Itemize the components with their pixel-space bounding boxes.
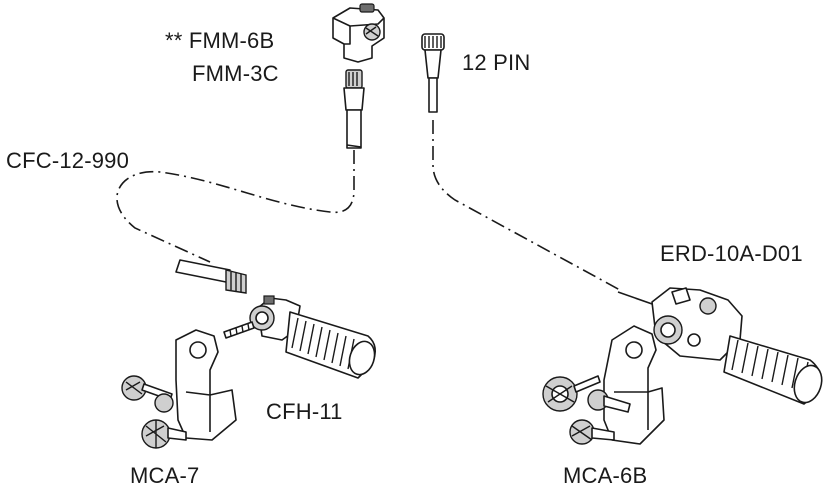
mca-7-bracket bbox=[121, 329, 237, 449]
label-erd-10a-d01: ERD-10A-D01 bbox=[660, 241, 803, 266]
cfc-cable-path bbox=[116, 150, 355, 263]
label-cfh-11: CFH-11 bbox=[266, 399, 343, 424]
12pin-cable-path bbox=[432, 120, 621, 291]
label-mca-7: MCA-7 bbox=[130, 463, 200, 488]
mca-6b-bracket bbox=[542, 325, 665, 445]
erd-cable-end bbox=[617, 291, 656, 306]
cfh-11-handle bbox=[223, 295, 376, 379]
fmm-motor-module bbox=[332, 3, 385, 63]
fmm-connector bbox=[343, 69, 365, 149]
label-fmm-6b: ** FMM-6B bbox=[165, 28, 275, 53]
label-fmm-3c: FMM-3C bbox=[192, 61, 279, 86]
cfc-cable-segment bbox=[175, 259, 247, 294]
label-cfc-12-990: CFC-12-990 bbox=[6, 148, 130, 173]
label-mca-6b: MCA-6B bbox=[563, 463, 648, 488]
erd-10a-d01-handle bbox=[651, 287, 823, 405]
12pin-connector bbox=[421, 33, 445, 113]
label-12-pin: 12 PIN bbox=[462, 50, 531, 75]
